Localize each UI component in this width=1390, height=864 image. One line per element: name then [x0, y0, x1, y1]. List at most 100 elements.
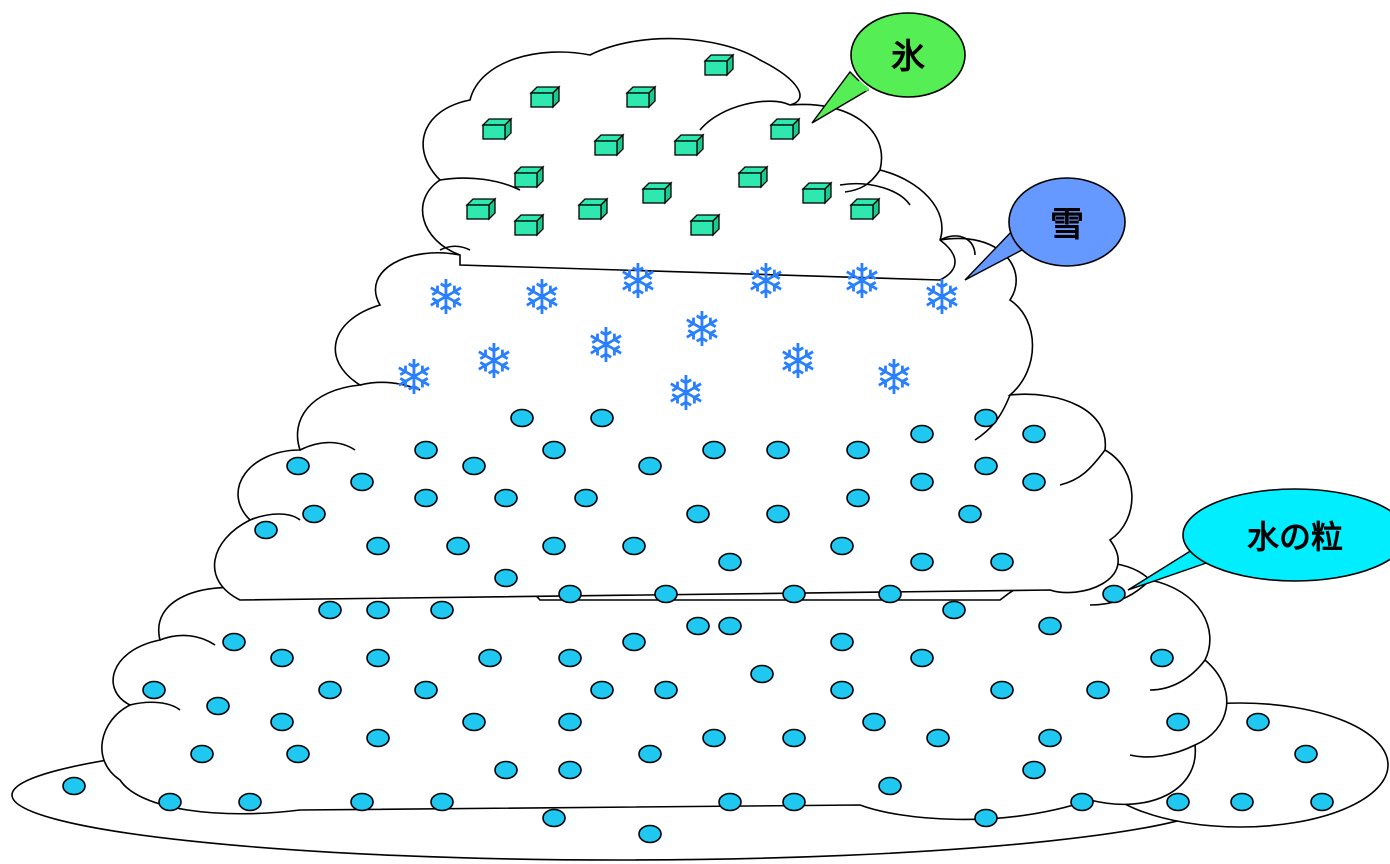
- callout-water: 水の粒: [1127, 488, 1390, 591]
- water-droplet-icon: [878, 584, 902, 604]
- water-droplet-icon: [462, 456, 486, 476]
- water-droplet-icon: [1086, 680, 1110, 700]
- ice-cube-icon: [673, 133, 705, 157]
- water-droplet-icon: [158, 792, 182, 812]
- water-droplet-icon: [750, 664, 774, 684]
- water-droplet-icon: [1166, 712, 1190, 732]
- snowflake-icon: ❄: [682, 302, 722, 358]
- water-droplet-icon: [350, 792, 374, 812]
- water-droplet-icon: [782, 584, 806, 604]
- water-droplet-icon: [686, 504, 710, 524]
- water-droplet-icon: [1230, 792, 1254, 812]
- snowflake-icon: ❄: [618, 254, 658, 310]
- water-droplet-icon: [766, 504, 790, 524]
- ice-cube-icon: [625, 85, 657, 109]
- water-droplet-icon: [350, 472, 374, 492]
- water-droplet-icon: [238, 792, 262, 812]
- water-droplet-icon: [222, 632, 246, 652]
- water-droplet-icon: [542, 808, 566, 828]
- snowflake-icon: ❄: [842, 254, 882, 310]
- water-droplet-icon: [142, 680, 166, 700]
- ice-cube-icon: [641, 181, 673, 205]
- snowflake-icon: ❄: [426, 270, 466, 326]
- water-droplet-icon: [878, 776, 902, 796]
- water-droplet-icon: [574, 488, 598, 508]
- water-droplet-icon: [510, 408, 534, 428]
- ice-cube-icon: [703, 53, 735, 77]
- water-droplet-icon: [590, 408, 614, 428]
- water-droplet-icon: [990, 552, 1014, 572]
- water-droplet-icon: [702, 728, 726, 748]
- water-droplet-icon: [558, 760, 582, 780]
- water-droplet-icon: [478, 648, 502, 668]
- water-droplet-icon: [462, 712, 486, 732]
- water-droplet-icon: [254, 520, 278, 540]
- water-droplet-icon: [1310, 792, 1334, 812]
- water-droplet-icon: [862, 712, 886, 732]
- water-droplet-icon: [830, 632, 854, 652]
- water-droplet-icon: [654, 584, 678, 604]
- ice-cube-icon: [593, 133, 625, 157]
- water-droplet-icon: [782, 792, 806, 812]
- ice-cube-icon: [737, 165, 769, 189]
- water-droplet-icon: [974, 408, 998, 428]
- water-droplet-icon: [190, 744, 214, 764]
- water-droplet-icon: [718, 552, 742, 572]
- water-droplet-icon: [558, 648, 582, 668]
- water-droplet-icon: [782, 728, 806, 748]
- callout-water-label: 水の粒: [1247, 518, 1343, 556]
- water-droplet-icon: [910, 472, 934, 492]
- snowflake-icon: ❄: [746, 254, 786, 310]
- water-droplet-icon: [414, 488, 438, 508]
- water-droplet-icon: [942, 600, 966, 620]
- water-droplet-icon: [1022, 760, 1046, 780]
- callout-ice-label: 氷: [891, 37, 926, 77]
- water-droplet-icon: [1022, 424, 1046, 444]
- water-droplet-icon: [686, 616, 710, 636]
- water-droplet-icon: [62, 776, 86, 796]
- ice-cube-icon: [689, 213, 721, 237]
- water-droplet-icon: [910, 552, 934, 572]
- water-droplet-icon: [1038, 616, 1062, 636]
- water-droplet-icon: [1038, 728, 1062, 748]
- water-droplet-icon: [494, 568, 518, 588]
- water-droplet-icon: [414, 440, 438, 460]
- water-droplet-icon: [654, 680, 678, 700]
- water-droplet-icon: [622, 632, 646, 652]
- water-droplet-icon: [702, 440, 726, 460]
- water-droplet-icon: [990, 680, 1014, 700]
- ice-cube-icon: [849, 197, 881, 221]
- water-droplet-icon: [494, 488, 518, 508]
- water-droplet-icon: [846, 440, 870, 460]
- water-droplet-icon: [286, 744, 310, 764]
- water-droplet-icon: [846, 488, 870, 508]
- ice-cube-icon: [513, 213, 545, 237]
- water-droplet-icon: [622, 536, 646, 556]
- water-droplet-icon: [1102, 584, 1126, 604]
- snowflake-icon: ❄: [474, 334, 514, 390]
- water-droplet-icon: [414, 680, 438, 700]
- water-droplet-icon: [430, 600, 454, 620]
- ice-cube-icon: [769, 117, 801, 141]
- water-droplet-icon: [366, 600, 390, 620]
- water-droplet-icon: [558, 584, 582, 604]
- snowflake-icon: ❄: [522, 270, 562, 326]
- callout-ice: 氷: [811, 12, 966, 124]
- ice-cube-icon: [801, 181, 833, 205]
- water-droplet-icon: [494, 760, 518, 780]
- water-droplet-icon: [590, 680, 614, 700]
- water-droplet-icon: [830, 680, 854, 700]
- water-droplet-icon: [638, 744, 662, 764]
- water-droplet-icon: [318, 600, 342, 620]
- water-droplet-icon: [718, 616, 742, 636]
- ice-cube-icon: [529, 85, 561, 109]
- water-droplet-icon: [270, 648, 294, 668]
- ice-cube-icon: [481, 117, 513, 141]
- water-droplet-icon: [910, 424, 934, 444]
- water-droplet-icon: [366, 536, 390, 556]
- callout-snow-label: 雪: [1050, 205, 1084, 245]
- water-droplet-icon: [366, 728, 390, 748]
- snowflake-icon: ❄: [874, 350, 914, 406]
- water-droplet-icon: [718, 792, 742, 812]
